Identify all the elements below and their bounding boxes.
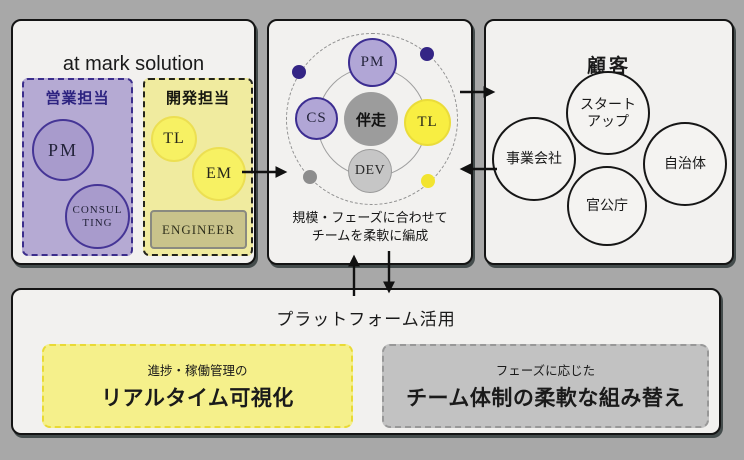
customer-business-circle: 事業会社: [492, 117, 576, 201]
team-dev-circle: DEV: [348, 149, 392, 193]
customer-business-label: 事業会社: [506, 150, 562, 167]
dev-engineer-box: ENGINEER: [150, 210, 247, 249]
dev-em-circle: EM: [192, 147, 246, 201]
restructure-card-subtitle: フェーズに応じた: [495, 364, 596, 378]
team-tl-label: TL: [417, 114, 438, 130]
team-caption-line2: チームを柔軟に編成: [311, 228, 429, 244]
customer-startup-circle: スタート アップ: [566, 71, 650, 155]
team-dev-label: DEV: [354, 163, 386, 178]
customer-municipality-label: 自治体: [664, 155, 706, 172]
team-center-label: 伴走: [355, 111, 386, 129]
sales-pm-circle: PM: [32, 119, 94, 181]
team-orbit-dashed-circle: [286, 33, 458, 205]
customer-government-label: 官公庁: [586, 197, 628, 214]
team-tl-circle: TL: [404, 99, 451, 146]
platform-panel-title: プラットフォーム活用: [276, 310, 456, 329]
orbit-dot-yellow: [421, 174, 435, 188]
team-pm-circle: PM: [348, 38, 397, 87]
restructure-card-title: チーム体制の柔軟な組み替え: [406, 387, 685, 410]
team-cs-circle: CS: [295, 97, 338, 140]
customer-municipality-circle: 自治体: [643, 122, 727, 206]
sales-group-box: 営業担当 PM CONSUL TING: [22, 78, 133, 256]
restructure-card: フェーズに応じた チーム体制の柔軟な組み替え: [382, 344, 709, 428]
sales-consulting-circle: CONSUL TING: [65, 184, 130, 249]
customer-government-circle: 官公庁: [567, 166, 647, 246]
team-caption: 規模・フェーズに合わせて チームを柔軟に編成: [272, 209, 468, 245]
dev-group-box: 開発担当 TL EM ENGINEER: [143, 78, 253, 256]
team-center-circle: 伴走: [344, 92, 398, 146]
sales-pm-label: PM: [47, 139, 78, 160]
orbit-dot-purple-left: [292, 65, 306, 79]
dev-em-label: EM: [206, 165, 232, 182]
sales-consulting-label-line2: TING: [82, 216, 113, 229]
realtime-card: 進捗・稼働管理の リアルタイム可視化: [42, 344, 353, 428]
team-pm-label: PM: [360, 54, 385, 70]
sales-group-label: 営業担当: [45, 90, 110, 107]
realtime-card-subtitle: 進捗・稼働管理の: [147, 364, 248, 378]
orbit-dot-purple-right: [420, 47, 434, 61]
solution-panel: at mark solution 営業担当 PM CONSUL TING 開発担…: [11, 19, 256, 265]
team-caption-line1: 規模・フェーズに合わせて: [292, 210, 448, 225]
dev-engineer-label: ENGINEER: [162, 221, 235, 237]
team-cs-label: CS: [306, 110, 327, 126]
dev-group-label: 開発担当: [165, 90, 230, 107]
sales-consulting-label-line1: CONSUL: [72, 203, 123, 216]
realtime-card-title: リアルタイム可視化: [101, 387, 294, 410]
dev-tl-circle: TL: [151, 116, 197, 162]
customer-startup-label-line1: スタート: [580, 95, 636, 112]
platform-panel: プラットフォーム活用 進捗・稼働管理の リアルタイム可視化 フェーズに応じた チ…: [11, 288, 721, 435]
customer-startup-label-line2: アップ: [587, 113, 629, 129]
solution-panel-title: at mark solution: [62, 53, 205, 75]
dev-tl-label: TL: [163, 130, 185, 147]
orbit-dot-gray: [303, 170, 317, 184]
